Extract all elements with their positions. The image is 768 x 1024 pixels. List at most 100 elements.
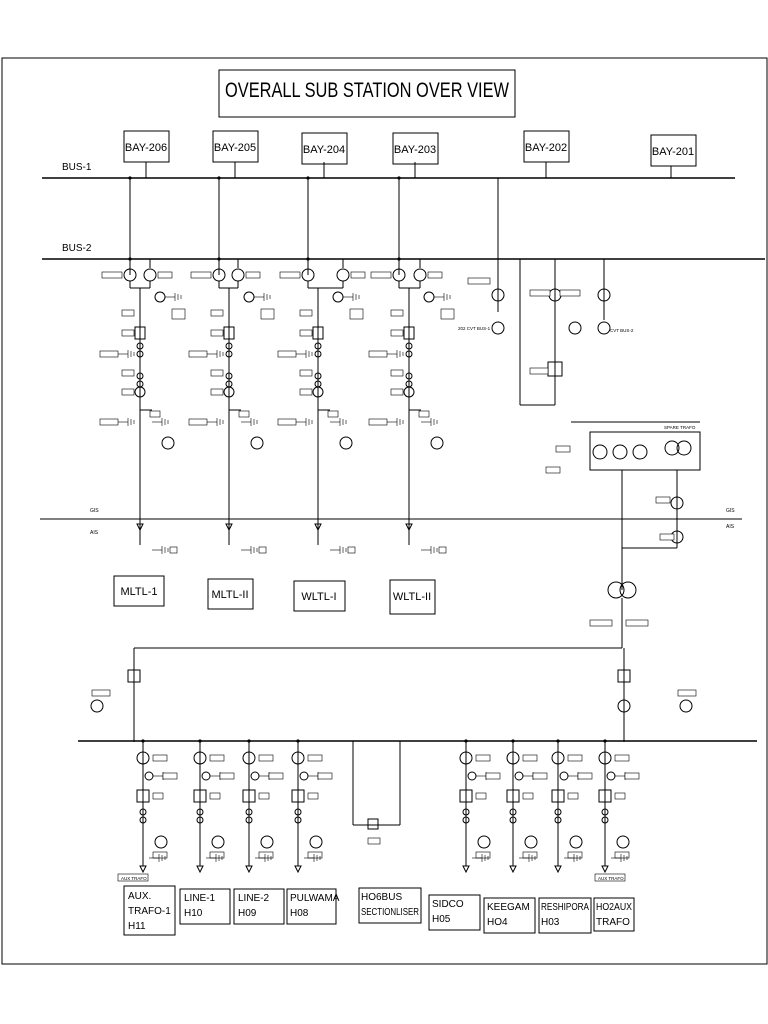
equipment-tag [347, 546, 356, 554]
ct-icon [314, 350, 322, 358]
bus-node [306, 257, 310, 261]
breaker-icon [291, 789, 305, 803]
breaker-icon [312, 326, 324, 340]
arrow-icon [196, 865, 204, 874]
ct-icon [314, 342, 322, 350]
feeder-ho6bus-line2: SECTIONLISER [361, 907, 419, 918]
ais-feeder-group [136, 739, 640, 874]
feeder-aux-trafo-1-line1: AUX. [128, 891, 151, 902]
gis-bay-205 [188, 162, 275, 554]
bus-node [511, 739, 515, 743]
feeder-aux-trafo-1-line2: TRAFO-1 [128, 906, 171, 917]
breaker-icon [403, 326, 415, 340]
bus-node [217, 257, 221, 261]
bus-node [556, 739, 560, 743]
line-box-mltl-1 [113, 575, 165, 607]
equipment-tag [532, 772, 548, 780]
equipment-tag [614, 792, 626, 800]
equipment-tag [190, 271, 212, 279]
arrow-icon [136, 523, 144, 532]
ct-icon [462, 816, 470, 824]
line-box-wltl-i [293, 580, 346, 612]
equipment-tag [188, 350, 208, 358]
equipment-tag [307, 754, 323, 762]
cvt-icon [161, 436, 175, 450]
equipment-tag [121, 369, 135, 377]
arrow-icon [601, 865, 609, 874]
ct-icon [245, 808, 253, 816]
feeder-ho6bus-line1: HO6BUS [361, 892, 402, 903]
ct-icon [405, 342, 413, 350]
disconnector-icon [134, 386, 146, 398]
disconnector-icon [336, 268, 350, 282]
equipment-tag [299, 309, 313, 317]
equipment-tag [438, 546, 447, 554]
arrow-icon [405, 523, 413, 532]
bay-201-label: BAY-201 [652, 146, 694, 158]
feeder-line-2-line1: LINE-2 [238, 893, 270, 904]
ct-icon [139, 816, 147, 824]
equipment-tag [210, 309, 224, 317]
ct-icon [509, 816, 517, 824]
ct-icon [405, 372, 413, 380]
feeder-line-1-line1: LINE-1 [184, 893, 216, 904]
feeder-box-sidco [428, 894, 481, 931]
feeder-reshipora-line2: H03 [541, 917, 560, 928]
equipment-tag [152, 754, 168, 762]
equipment-tag [210, 369, 224, 377]
equipment-tag [475, 792, 487, 800]
equipment-tag [152, 851, 168, 859]
isolator-icon [154, 835, 168, 849]
disconnector-icon [231, 268, 245, 282]
equipment-tag [209, 851, 225, 859]
bus-node [296, 739, 300, 743]
earth-switch-icon [606, 771, 616, 781]
ct-icon [601, 808, 609, 816]
equipment-tag [245, 271, 261, 279]
equipment-tag [567, 851, 583, 859]
feeder-box-keegam [483, 897, 536, 934]
feeder-ho2aux-line1: HO2AUX [596, 902, 632, 913]
equipment-tag [299, 369, 313, 377]
feeder-line-1-line2: H10 [184, 908, 203, 919]
disconnector-icon [223, 386, 235, 398]
ct-icon [225, 342, 233, 350]
equipment-tag [238, 410, 250, 418]
isolator-icon [291, 751, 305, 765]
aux-trafo-tag: AUX TRAFO [598, 876, 624, 881]
ct-icon [139, 808, 147, 816]
bay-204-label: BAY-204 [303, 144, 345, 156]
bus-node [603, 739, 607, 743]
ct-icon [225, 372, 233, 380]
disconnector-icon [403, 386, 415, 398]
feeder-box-pulwama [286, 888, 337, 925]
equipment-tag [219, 772, 235, 780]
arrow-icon [554, 865, 562, 874]
cvt-icon [430, 436, 444, 450]
equipment-tag [327, 410, 339, 418]
bus-node [247, 739, 251, 743]
line-label-mltl-ii: MLTL-II [211, 589, 248, 601]
equipment-tag [368, 350, 388, 358]
bus-node [306, 176, 310, 180]
feeder-keegam-line1: KEEGAM [487, 902, 530, 913]
earth-switch-icon [559, 771, 569, 781]
bay-205-label: BAY-205 [214, 142, 256, 154]
ct-icon [601, 816, 609, 824]
feeder-sidco-line2: H05 [432, 914, 451, 925]
gis-bay-206 [99, 162, 186, 554]
isolator-icon [551, 751, 565, 765]
bus-1-label: BUS-1 [62, 162, 92, 173]
line-box-wltl-ii [389, 579, 436, 615]
gis-bay-204 [277, 162, 366, 554]
ct-icon [294, 808, 302, 816]
isolator-icon [193, 751, 207, 765]
feeder-line-2-line2: H09 [238, 908, 257, 919]
bay-headers: BAY-206 BAY-205 BAY-204 BAY-203 BAY-202 … [123, 130, 697, 167]
ais-label-left: AIS [90, 530, 99, 536]
equipment-tag [268, 772, 284, 780]
equipment-tag [152, 792, 164, 800]
equipment-tag [157, 271, 173, 279]
isolator-icon [136, 751, 150, 765]
